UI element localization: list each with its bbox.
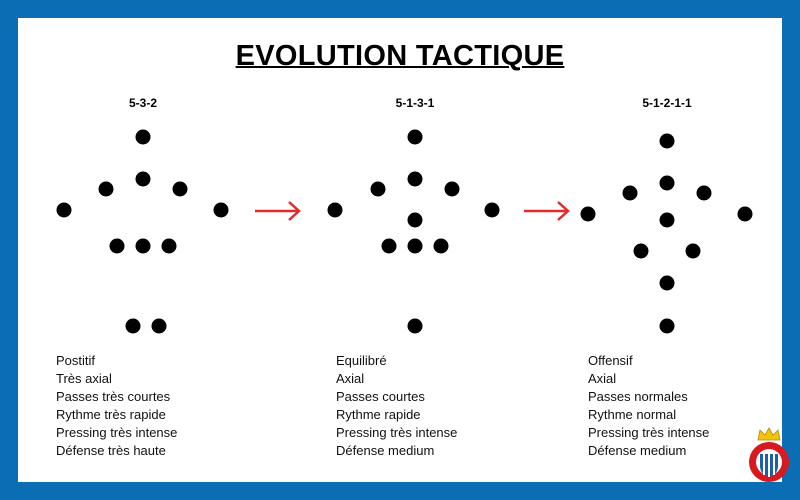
arrow-right-icon [255,201,301,221]
player-dot-formation-2 [407,171,423,187]
trait: Défense medium [336,443,435,458]
trait: Axial [336,371,365,386]
trait: Equilibré [336,353,387,368]
player-dot-formation-1 [56,202,72,218]
formation-1-name: 5-3-2 [128,96,157,110]
player-dot-formation-3 [580,206,596,222]
arrow-right-icon [524,201,570,221]
page-title: EVOLUTION TACTIQUE [235,40,565,72]
player-dot-formation-2 [327,202,343,218]
player-dot-formation-1 [135,171,151,187]
player-dot-formation-2 [407,318,423,334]
formation-1-traits: Postitif Très axial Passes très courtes … [56,352,177,460]
player-dot-formation-2 [433,238,449,254]
player-dot-formation-3 [659,133,675,149]
formation-2-name: 5-1-3-1 [395,96,435,110]
player-dot-formation-2 [381,238,397,254]
trait: Pressing très intense [588,425,710,440]
player-dot-formation-1 [135,238,151,254]
player-dot-formation-1 [151,318,167,334]
trait: Défense medium [588,443,687,458]
trait: Rythme rapide [336,407,421,422]
trait: Passes très courtes [56,389,171,404]
player-dot-formation-3 [659,212,675,228]
player-dot-formation-2 [444,181,460,197]
trait: Rythme normal [588,407,677,422]
player-dot-formation-2 [370,181,386,197]
player-dot-formation-1 [109,238,125,254]
player-dot-formation-3 [659,275,675,291]
formation-3-name: 5-1-2-1-1 [642,96,692,110]
player-dot-formation-1 [125,318,141,334]
formation-3-traits: Offensif Axial Passes normales Rythme no… [588,352,709,460]
player-dot-formation-3 [622,185,638,201]
trait: Passes courtes [336,389,425,404]
player-dot-formation-3 [659,318,675,334]
player-dot-formation-3 [685,243,701,259]
player-dot-formation-2 [407,129,423,145]
club-crest-logo [749,427,789,482]
player-dot-formation-1 [172,181,188,197]
player-dot-formation-2 [407,238,423,254]
player-dot-formation-1 [161,238,177,254]
trait: Défense très haute [56,443,166,458]
player-dot-formation-3 [696,185,712,201]
player-dot-formation-3 [659,175,675,191]
player-dot-formation-3 [633,243,649,259]
player-dot-formation-2 [407,212,423,228]
trait: Très axial [56,371,112,386]
trait: Postitif [56,353,96,368]
trait: Rythme très rapide [56,407,166,422]
trait: Pressing très intense [56,425,178,440]
trait: Passes normales [588,389,688,404]
player-dot-formation-2 [484,202,500,218]
trait: Offensif [588,353,633,368]
trait: Axial [588,371,617,386]
player-dot-formation-3 [737,206,753,222]
trait: Pressing très intense [336,425,458,440]
player-dot-formation-1 [213,202,229,218]
formation-2-traits: Equilibré Axial Passes courtes Rythme ra… [336,352,457,460]
player-dot-formation-1 [98,181,114,197]
player-dot-formation-1 [135,129,151,145]
